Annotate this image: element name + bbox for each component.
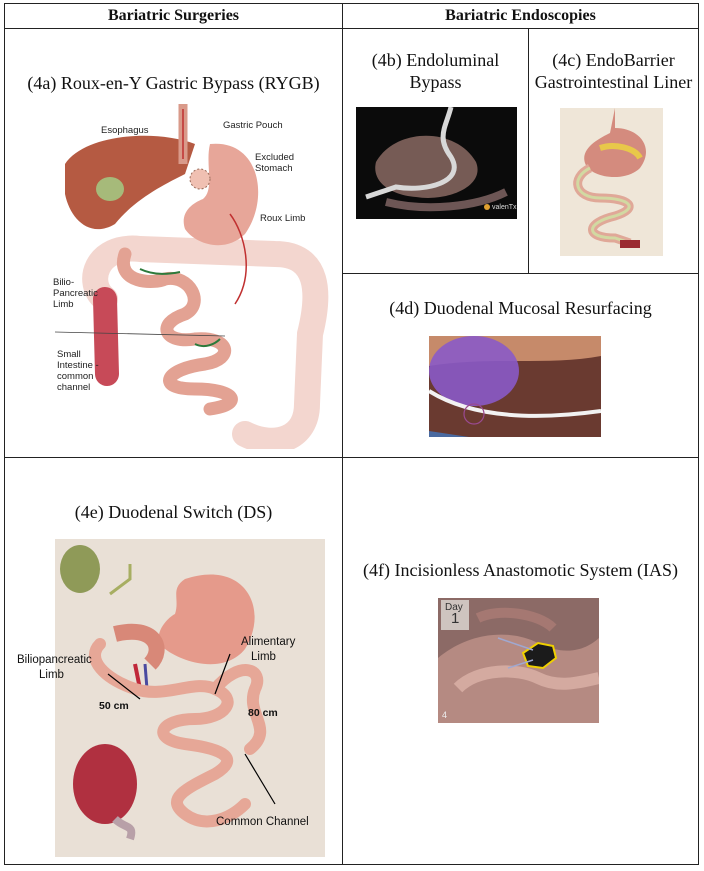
rygb-illustration: Esophagus Gastric Pouch Excluded Stomach…	[45, 104, 330, 449]
label-ds-alimentary-1: Alimentary	[241, 636, 296, 648]
right-row-divider	[342, 273, 698, 274]
label-roux-limb: Roux Limb	[260, 213, 306, 224]
label-gastric-pouch: Gastric Pouch	[223, 120, 283, 131]
label-small-1: Small	[57, 349, 81, 360]
caption-ias: (4f) Incisionless Anastomotic System (IA…	[363, 560, 678, 580]
caption-endoluminal-line1: (4b) Endoluminal	[371, 50, 500, 70]
label-ds-alimentary-2: Limb	[251, 651, 276, 663]
label-small-3: common	[57, 371, 94, 382]
label-small-4: channel	[57, 382, 91, 393]
header-endoscopies: Bariatric Endoscopies	[445, 7, 596, 24]
label-ds-50cm: 50 cm	[99, 700, 129, 712]
ias-day-label: Day	[445, 602, 463, 613]
endobarrier-image	[560, 108, 663, 256]
ias-corner-number: 4	[442, 710, 448, 720]
label-ds-bilio-2: Limb	[39, 669, 64, 681]
dmr-image	[429, 336, 601, 437]
label-ds-80cm: 80 cm	[248, 707, 278, 719]
label-bilio-3: Limb	[53, 299, 74, 310]
caption-rygb: (4a) Roux-en-Y Gastric Bypass (RYGB)	[27, 73, 320, 93]
caption-ds: (4e) Duodenal Switch (DS)	[74, 502, 273, 522]
label-bilio-2: Pancreatic	[53, 288, 98, 299]
caption-endoluminal-line2: Bypass	[409, 72, 462, 92]
right-col-divider	[528, 28, 529, 273]
row-divider	[5, 457, 698, 458]
header-divider	[5, 28, 698, 29]
valentx-logo: valenTx	[492, 204, 517, 211]
label-ds-bilio-1: Biliopancreatic	[17, 654, 92, 666]
label-bilio-1: Bilio-	[53, 277, 75, 288]
ias-image: Day 1 4	[438, 598, 599, 723]
label-small-2: Intestine -	[57, 360, 99, 371]
label-excluded-stomach-1: Excluded	[255, 152, 295, 163]
caption-dmr: (4d) Duodenal Mucosal Resurfacing	[389, 298, 652, 318]
label-esophagus: Esophagus	[101, 125, 149, 136]
endoluminal-image: valenTx	[356, 107, 517, 219]
ias-day-number: 1	[451, 610, 460, 627]
caption-endobarrier-line2: Gastrointestinal Liner	[534, 72, 693, 92]
label-excluded-stomach-2: Stomach	[255, 163, 293, 174]
center-divider	[342, 4, 343, 864]
figure-table: Bariatric Surgeries Bariatric Endoscopie…	[4, 3, 699, 865]
caption-endobarrier-line1: (4c) EndoBarrier	[552, 50, 675, 70]
ds-illustration	[55, 539, 325, 857]
label-ds-common-channel: Common Channel	[216, 816, 309, 828]
header-surgeries: Bariatric Surgeries	[107, 7, 240, 24]
